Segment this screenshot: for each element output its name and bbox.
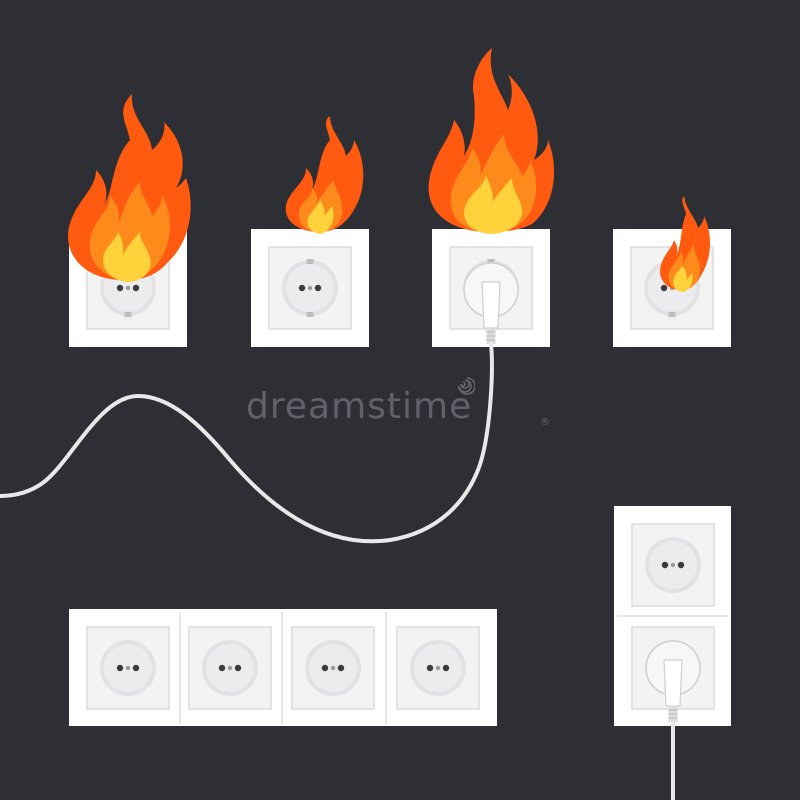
- flame-icon: [660, 196, 710, 292]
- burning-socket-4: [612, 196, 732, 348]
- watermark-logo-icon: [458, 377, 475, 395]
- socket: [86, 626, 170, 710]
- flame-icon: [68, 94, 191, 282]
- socket: [396, 626, 480, 710]
- socket-strip-horizontal: [69, 609, 497, 726]
- burning-socket-2: [250, 116, 370, 348]
- socket-strip-vertical: [614, 506, 731, 800]
- flame-icon: [285, 116, 364, 234]
- socket: [631, 523, 715, 607]
- burning-socket-3: [428, 48, 555, 348]
- power-cable: [0, 342, 494, 544]
- flame-icon: [428, 48, 555, 234]
- burning-socket-1: [68, 94, 191, 348]
- socket: [188, 626, 272, 710]
- socket: [291, 626, 375, 710]
- watermark-registered-mark: ®: [540, 417, 550, 428]
